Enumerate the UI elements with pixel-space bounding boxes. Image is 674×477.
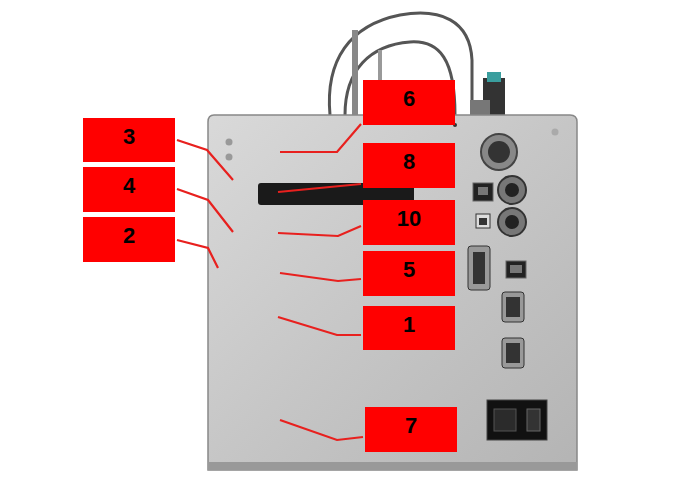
panel-base (208, 462, 577, 470)
valve-cap (487, 72, 501, 82)
callout-box: 3 (83, 118, 175, 162)
callout-box: 6 (363, 80, 455, 125)
callout-box: 4 (83, 167, 175, 212)
screw-hole (226, 139, 233, 146)
callout-number: 6 (363, 87, 455, 111)
callout-box: 1 (363, 306, 455, 350)
valve-mount (470, 100, 490, 115)
screw-hole (552, 129, 559, 136)
callout-number: 3 (83, 125, 175, 149)
callout-number: 4 (83, 174, 175, 198)
leader-lines (177, 124, 363, 440)
callout-number: 5 (363, 258, 455, 282)
callout-number: 1 (363, 313, 455, 337)
back-panel (208, 115, 577, 470)
callout-number: 7 (365, 414, 457, 438)
connectors (468, 134, 547, 440)
callout-box: 10 (363, 200, 455, 245)
callout-number: 8 (363, 150, 455, 174)
callout-number: 10 (363, 207, 455, 231)
callout-box: 7 (365, 407, 457, 452)
screw-hole (226, 154, 233, 161)
callout-number: 2 (83, 224, 175, 248)
callout-box: 8 (363, 143, 455, 188)
callout-box: 2 (83, 217, 175, 262)
callout-box: 5 (363, 251, 455, 296)
